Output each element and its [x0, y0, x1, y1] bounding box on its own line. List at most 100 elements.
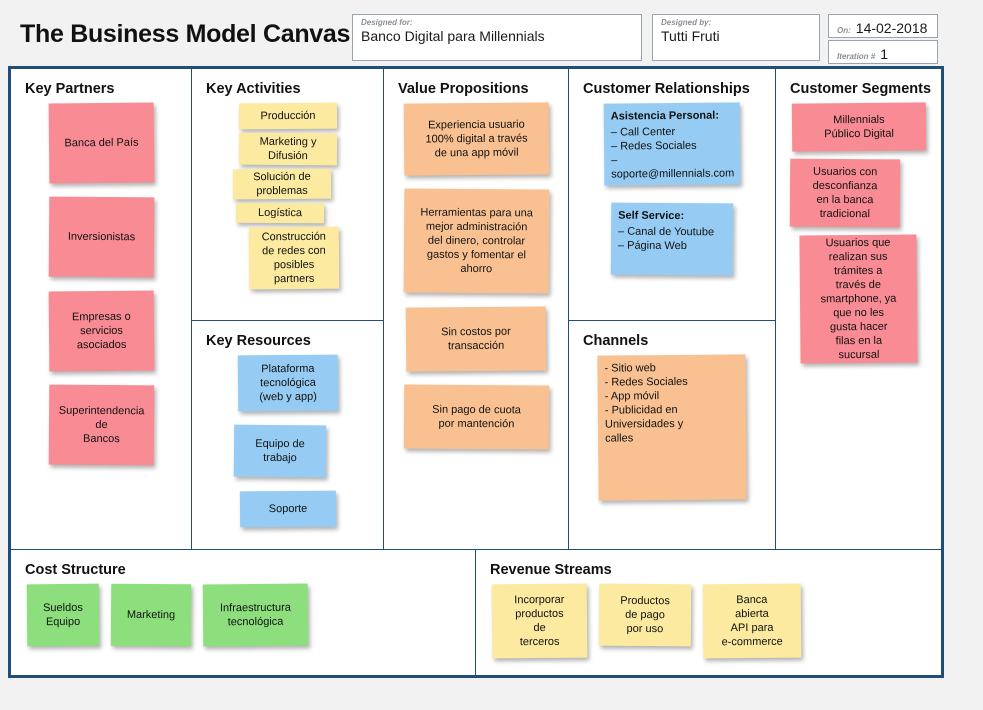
- sticky-note-text: Logística: [257, 206, 302, 220]
- block-title-revenue-streams: Revenue Streams: [490, 562, 612, 578]
- iteration-label: Iteration #: [837, 52, 876, 61]
- block-revenue-streams[interactable]: Revenue Streams Incorporar productos de …: [476, 550, 941, 675]
- sticky-note[interactable]: Banca abierta API para e-commerce: [702, 583, 802, 659]
- sticky-note-text: – Call Center – Redes Sociales – soporte…: [610, 125, 735, 181]
- designed-by-field[interactable]: Designed by: Tutti Fruti: [652, 14, 820, 61]
- sticky-note-text: Sueldos Equipo: [42, 601, 83, 629]
- block-channels[interactable]: Channels - Sitio web - Redes Sociales - …: [569, 321, 776, 550]
- block-value-propositions[interactable]: Value Propositions Experiencia usuario 1…: [384, 69, 569, 550]
- iteration-value: 1: [880, 46, 889, 62]
- designed-for-field[interactable]: Designed for: Banco Digital para Millenn…: [352, 14, 642, 61]
- sticky-note[interactable]: Millennials Público Digital: [791, 102, 926, 152]
- block-title-key-activities: Key Activities: [206, 81, 301, 97]
- sticky-note-text: Solución de problemas: [252, 170, 311, 198]
- block-title-cost-structure: Cost Structure: [25, 562, 126, 578]
- notes-customer-relationships: Asistencia Personal: – Call Center – Rede…: [569, 102, 775, 293]
- sticky-note[interactable]: Solución de problemas: [232, 168, 331, 200]
- block-customer-segments[interactable]: Customer Segments Millennials Público Di…: [776, 69, 941, 550]
- sticky-note[interactable]: Self Service: – Canal de Youtube – Página…: [610, 202, 734, 276]
- sticky-note-text: Sin costos por transacción: [441, 325, 511, 353]
- sticky-note-text: Usuarios que realizan sus trámites a tra…: [820, 236, 897, 362]
- sticky-note[interactable]: Infraestructura tecnológica: [202, 583, 309, 647]
- sticky-note-heading: Asistencia Personal:: [610, 109, 720, 123]
- sticky-note[interactable]: Experiencia usuario 100% digital a travé…: [403, 102, 549, 176]
- designed-by-label: Designed by:: [661, 18, 712, 27]
- notes-key-resources: Plataforma tecnológica (web y app) Equipo…: [192, 354, 383, 541]
- sticky-note[interactable]: Sin costos por transacción: [405, 306, 547, 372]
- sticky-note-text: Sin pago de cuota por mantención: [431, 403, 521, 431]
- block-cost-structure[interactable]: Cost Structure Sueldos Equipo Marketing In…: [11, 550, 476, 675]
- block-title-value-propositions: Value Propositions: [398, 81, 529, 97]
- page-title: The Business Model Canvas: [20, 20, 351, 48]
- sticky-note-text: Equipo de trabajo: [254, 437, 305, 465]
- notes-channels: - Sitio web - Redes Sociales - App móvil…: [569, 354, 775, 510]
- sticky-note[interactable]: - Sitio web - Redes Sociales - App móvil…: [597, 354, 747, 501]
- sticky-note[interactable]: Inversionistas: [48, 196, 154, 278]
- sticky-note-text: Productos de pago por uso: [620, 594, 670, 636]
- date-field[interactable]: On: 14-02-2018: [828, 14, 938, 38]
- sticky-note-text: Plataforma tecnológica (web y app): [258, 362, 317, 404]
- notes-cost-structure: Sueldos Equipo Marketing Infraestructura t…: [11, 583, 475, 656]
- date-value: 14-02-2018: [855, 20, 928, 36]
- sticky-note[interactable]: Marketing: [110, 583, 192, 647]
- block-customer-relationships[interactable]: Customer Relationships Asistencia Person…: [569, 69, 776, 321]
- sticky-note-text: Superintendencia de Bancos: [58, 404, 144, 446]
- sticky-note[interactable]: Usuarios que realizan sus trámites a tra…: [799, 234, 918, 364]
- sticky-note-text: Producción: [259, 109, 316, 123]
- sticky-note[interactable]: Productos de pago por uso: [598, 583, 692, 647]
- sticky-note-text: Empresas o servicios asociados: [71, 310, 131, 352]
- sticky-note-text: - Sitio web - Redes Sociales - App móvil…: [604, 362, 688, 445]
- sticky-note-text: Banca del País: [63, 136, 139, 150]
- date-label: On:: [837, 26, 851, 35]
- sticky-note-text: Soporte: [268, 502, 307, 516]
- notes-value-propositions: Experiencia usuario 100% digital a travé…: [384, 102, 568, 463]
- sticky-note-heading: Self Service:: [618, 209, 685, 223]
- designed-for-value: Banco Digital para Millennials: [361, 28, 545, 44]
- sticky-note-text: Construcción de redes con posibles partn…: [261, 230, 326, 286]
- block-title-customer-segments: Customer Segments: [790, 81, 932, 97]
- block-key-resources[interactable]: Key Resources Plataforma tecnológica (we…: [192, 321, 384, 550]
- sticky-note[interactable]: Logística: [235, 202, 324, 224]
- sticky-note[interactable]: Herramientas para una mejor administraci…: [403, 188, 549, 294]
- sticky-note[interactable]: Sin pago de cuota por mantención: [403, 384, 549, 450]
- sticky-note-text: Usuarios con desconfianza en la banca tr…: [812, 165, 877, 221]
- notes-revenue-streams: Incorporar productos de terceros Producto…: [476, 583, 941, 668]
- iteration-field[interactable]: Iteration # 1: [828, 40, 938, 64]
- sticky-note[interactable]: Usuarios con desconfianza en la banca tr…: [789, 158, 900, 228]
- sticky-note[interactable]: Marketing y Difusión: [238, 132, 337, 166]
- sticky-note-text: Marketing: [126, 608, 176, 622]
- sticky-note-text: – Canal de Youtube – Página Web: [617, 225, 715, 253]
- sticky-note[interactable]: Empresas o servicios asociados: [48, 290, 154, 372]
- sticky-note[interactable]: Equipo de trabajo: [233, 424, 326, 478]
- designed-by-value: Tutti Fruti: [661, 28, 720, 44]
- sticky-note-text: Herramientas para una mejor administraci…: [419, 206, 533, 276]
- block-title-key-resources: Key Resources: [206, 333, 311, 349]
- sticky-note[interactable]: Superintendencia de Bancos: [48, 384, 154, 466]
- sticky-note-text: Banca abierta API para e-commerce: [721, 593, 783, 649]
- canvas-header: The Business Model Canvas Designed for: …: [0, 0, 983, 64]
- sticky-note[interactable]: Construcción de redes con posibles partn…: [248, 226, 339, 290]
- sticky-note-text: Incorporar productos de terceros: [514, 593, 565, 649]
- sticky-note-text: Marketing y Difusión: [259, 135, 317, 163]
- sticky-note[interactable]: Soporte: [239, 490, 336, 528]
- sticky-note[interactable]: Asistencia Personal: – Call Center – Rede…: [603, 102, 741, 186]
- sticky-note[interactable]: Banca del País: [48, 102, 154, 184]
- sticky-note-text: Infraestructura tecnológica: [219, 601, 291, 629]
- sticky-note[interactable]: Plataforma tecnológica (web y app): [237, 354, 338, 412]
- block-title-channels: Channels: [583, 333, 649, 349]
- sticky-note[interactable]: Incorporar productos de terceros: [491, 583, 588, 659]
- sticky-note-text: Inversionistas: [67, 230, 135, 244]
- sticky-note[interactable]: Producción: [238, 102, 337, 130]
- block-title-customer-relationships: Customer Relationships: [583, 81, 750, 97]
- sticky-note-text: Experiencia usuario 100% digital a travé…: [424, 118, 528, 160]
- designed-for-label: Designed for:: [361, 18, 413, 27]
- sticky-note[interactable]: Sueldos Equipo: [26, 583, 100, 647]
- sticky-note-text: Millennials Público Digital: [823, 113, 894, 141]
